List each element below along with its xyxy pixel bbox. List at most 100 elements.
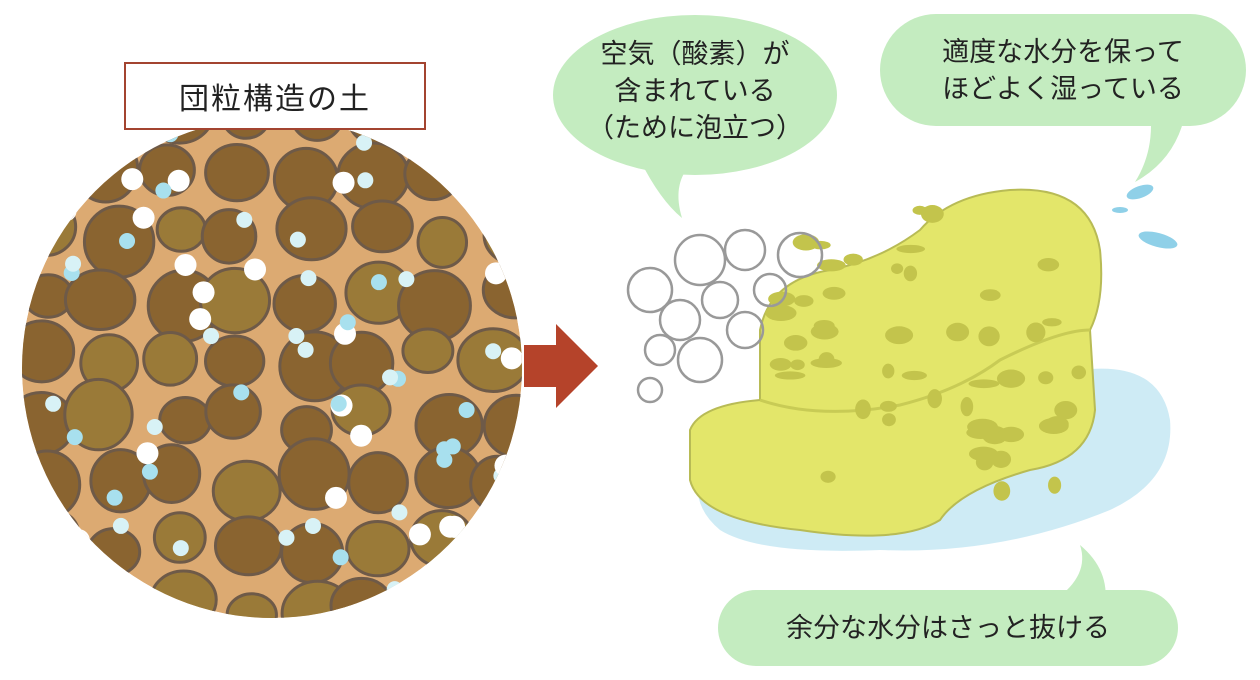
soil-crumb — [152, 511, 207, 564]
soil-crumb — [539, 391, 599, 449]
water-droplet — [485, 343, 502, 360]
air-pocket — [54, 199, 77, 222]
soil-crumb — [211, 459, 282, 523]
sponge-hole — [816, 259, 846, 272]
water-droplet — [332, 549, 349, 566]
soil-circle — [22, 118, 608, 636]
water-droplet — [105, 144, 122, 161]
moisture-bubble-text: 適度な水分を保って ほどよく湿っている — [942, 37, 1184, 105]
sponge-hole — [822, 286, 846, 300]
sponge-hole — [774, 371, 806, 380]
soil-crumb — [22, 563, 87, 618]
soil-crumb — [72, 134, 140, 204]
water-droplet — [233, 384, 250, 401]
air-pocket — [485, 262, 508, 285]
soil-crumb — [345, 520, 411, 578]
sponge-hole — [891, 263, 904, 274]
sponge-hole — [820, 470, 836, 483]
air-pocket — [67, 529, 90, 552]
sponge-hole — [1038, 371, 1054, 385]
sponge-hole — [927, 389, 942, 409]
soil-crumb — [347, 451, 409, 515]
air-pocket — [494, 454, 517, 477]
soil-crumb — [275, 196, 348, 262]
foam-bubble — [643, 333, 677, 367]
water-droplet — [146, 419, 163, 436]
air-pocket — [167, 169, 190, 192]
air-bubble-text: 空気（酸素）が 含まれている （ために泡立つ） — [587, 39, 803, 144]
sponge-hole — [879, 400, 897, 412]
water-droplet — [172, 540, 189, 557]
sponge-hole — [882, 363, 895, 379]
sponge-hole — [818, 352, 835, 367]
water-droplet — [112, 517, 129, 534]
sponge-hole — [896, 244, 926, 254]
air-pocket — [506, 127, 522, 150]
speech-bubble-moisture — [880, 14, 1246, 182]
sponge-hole — [960, 397, 974, 417]
sponge-hole — [1048, 476, 1062, 494]
foam-bubble — [700, 280, 740, 320]
sponge-hole — [882, 413, 896, 427]
soil-crumb — [544, 571, 607, 636]
water-droplet — [289, 231, 306, 248]
air-pocket — [244, 258, 267, 281]
soil-crumb — [225, 592, 278, 618]
sponge-hole — [810, 323, 839, 340]
water-droplet — [426, 567, 443, 584]
soil-crumb — [531, 519, 589, 577]
soil-crumb — [537, 268, 608, 335]
sponge-hole — [912, 205, 927, 215]
soil-crumb — [472, 514, 522, 579]
air-pocket — [136, 442, 159, 465]
sponge-hole — [998, 426, 1025, 443]
water-droplet — [155, 182, 172, 199]
soil-crumb — [539, 211, 588, 260]
water-droplet — [236, 211, 253, 228]
water-droplet — [357, 172, 374, 189]
air-pocket — [189, 308, 212, 331]
sponge-hole — [968, 379, 1000, 389]
water-droplet — [386, 581, 403, 598]
sponge-hole — [790, 359, 805, 371]
soil-crumb — [472, 570, 522, 618]
air-pocket — [121, 168, 144, 191]
water-droplet — [330, 395, 347, 412]
air-pocket — [132, 206, 155, 229]
water-droplet — [141, 463, 158, 480]
water-droplet — [97, 138, 114, 155]
drainage-bubble-text: 余分な水分はさっと抜ける — [786, 613, 1110, 644]
foam-bubbles — [626, 228, 824, 404]
air-pocket — [192, 281, 215, 304]
foam-bubble — [673, 233, 727, 287]
foam-bubble — [676, 336, 724, 384]
arrow-icon — [524, 324, 598, 408]
water-droplet — [45, 395, 62, 412]
foam-bubble — [776, 231, 824, 279]
water-droplet — [65, 255, 82, 272]
water-droplet — [436, 451, 453, 468]
soil-crumb — [204, 334, 266, 388]
foam-bubble — [752, 272, 788, 308]
soil-crumb — [22, 319, 76, 384]
air-pocket — [350, 424, 373, 447]
sponge-hole — [765, 305, 797, 322]
water-droplet — [288, 327, 305, 344]
water-droplet — [444, 438, 461, 455]
foam-bubble — [725, 310, 765, 350]
soil-crumb — [22, 141, 72, 200]
water-droplet — [297, 341, 314, 358]
foam-bubble — [636, 376, 664, 404]
sponge-hole — [903, 265, 918, 282]
sponge-hole — [1071, 365, 1087, 380]
soil-crumb — [204, 143, 270, 203]
sponge-hole — [991, 450, 1012, 468]
soil-crumb — [63, 377, 134, 452]
soil-crumb — [22, 118, 60, 145]
sponge-hole — [769, 358, 792, 371]
sponge-hole — [855, 399, 871, 420]
air-pocket — [174, 253, 197, 276]
soil-crumb — [142, 331, 199, 387]
air-pocket — [408, 523, 431, 546]
water-droplet — [300, 270, 317, 287]
